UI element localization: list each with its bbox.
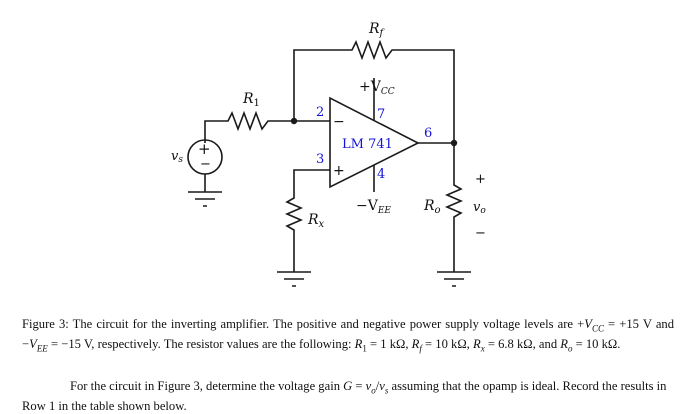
feedback-resistor-rf xyxy=(293,39,455,143)
vee-label: −VEE xyxy=(356,198,391,216)
figure-caption: Figure 3: The circuit for the inverting … xyxy=(22,317,675,354)
junction-inverting-node xyxy=(290,117,298,125)
rf-label: Rf xyxy=(368,21,386,39)
opamp-inverting-sign: − xyxy=(333,114,345,130)
vo-label: vo xyxy=(473,200,486,216)
vo-minus-sign: − xyxy=(475,226,486,241)
opamp-model-label: LM 741 xyxy=(342,137,393,152)
vo-plus-sign: + xyxy=(475,172,486,187)
vs-label: vs xyxy=(171,149,183,165)
input-resistor-r1 xyxy=(204,110,330,143)
load-resistor-ro xyxy=(437,143,471,287)
opamp-lm741 xyxy=(329,78,454,192)
opamp-noninverting-sign: + xyxy=(333,163,345,179)
pin-7-label: 7 xyxy=(377,107,385,122)
vcc-label: +VCC xyxy=(359,79,395,97)
pin-3-label: 3 xyxy=(316,152,324,167)
rx-label: Rx xyxy=(307,212,325,230)
pin-2-label: 2 xyxy=(316,105,324,120)
pin-4-label: 4 xyxy=(377,167,385,182)
resistor-rx xyxy=(277,169,330,287)
circuit-diagram: Rf R1 + − vs − + LM 741 2 3 7 4 6 +VCC −… xyxy=(171,21,486,287)
vs-minus-sign: − xyxy=(200,157,211,172)
ro-label: Ro xyxy=(423,198,441,216)
voltage-source-vs xyxy=(187,139,223,207)
pin-6-label: 6 xyxy=(424,126,432,141)
question-paragraph: For the circuit in Figure 3, determine t… xyxy=(22,379,667,413)
figure-label: Figure 3: xyxy=(22,317,69,331)
r1-label: R1 xyxy=(242,91,260,109)
vs-plus-sign: + xyxy=(198,140,211,158)
